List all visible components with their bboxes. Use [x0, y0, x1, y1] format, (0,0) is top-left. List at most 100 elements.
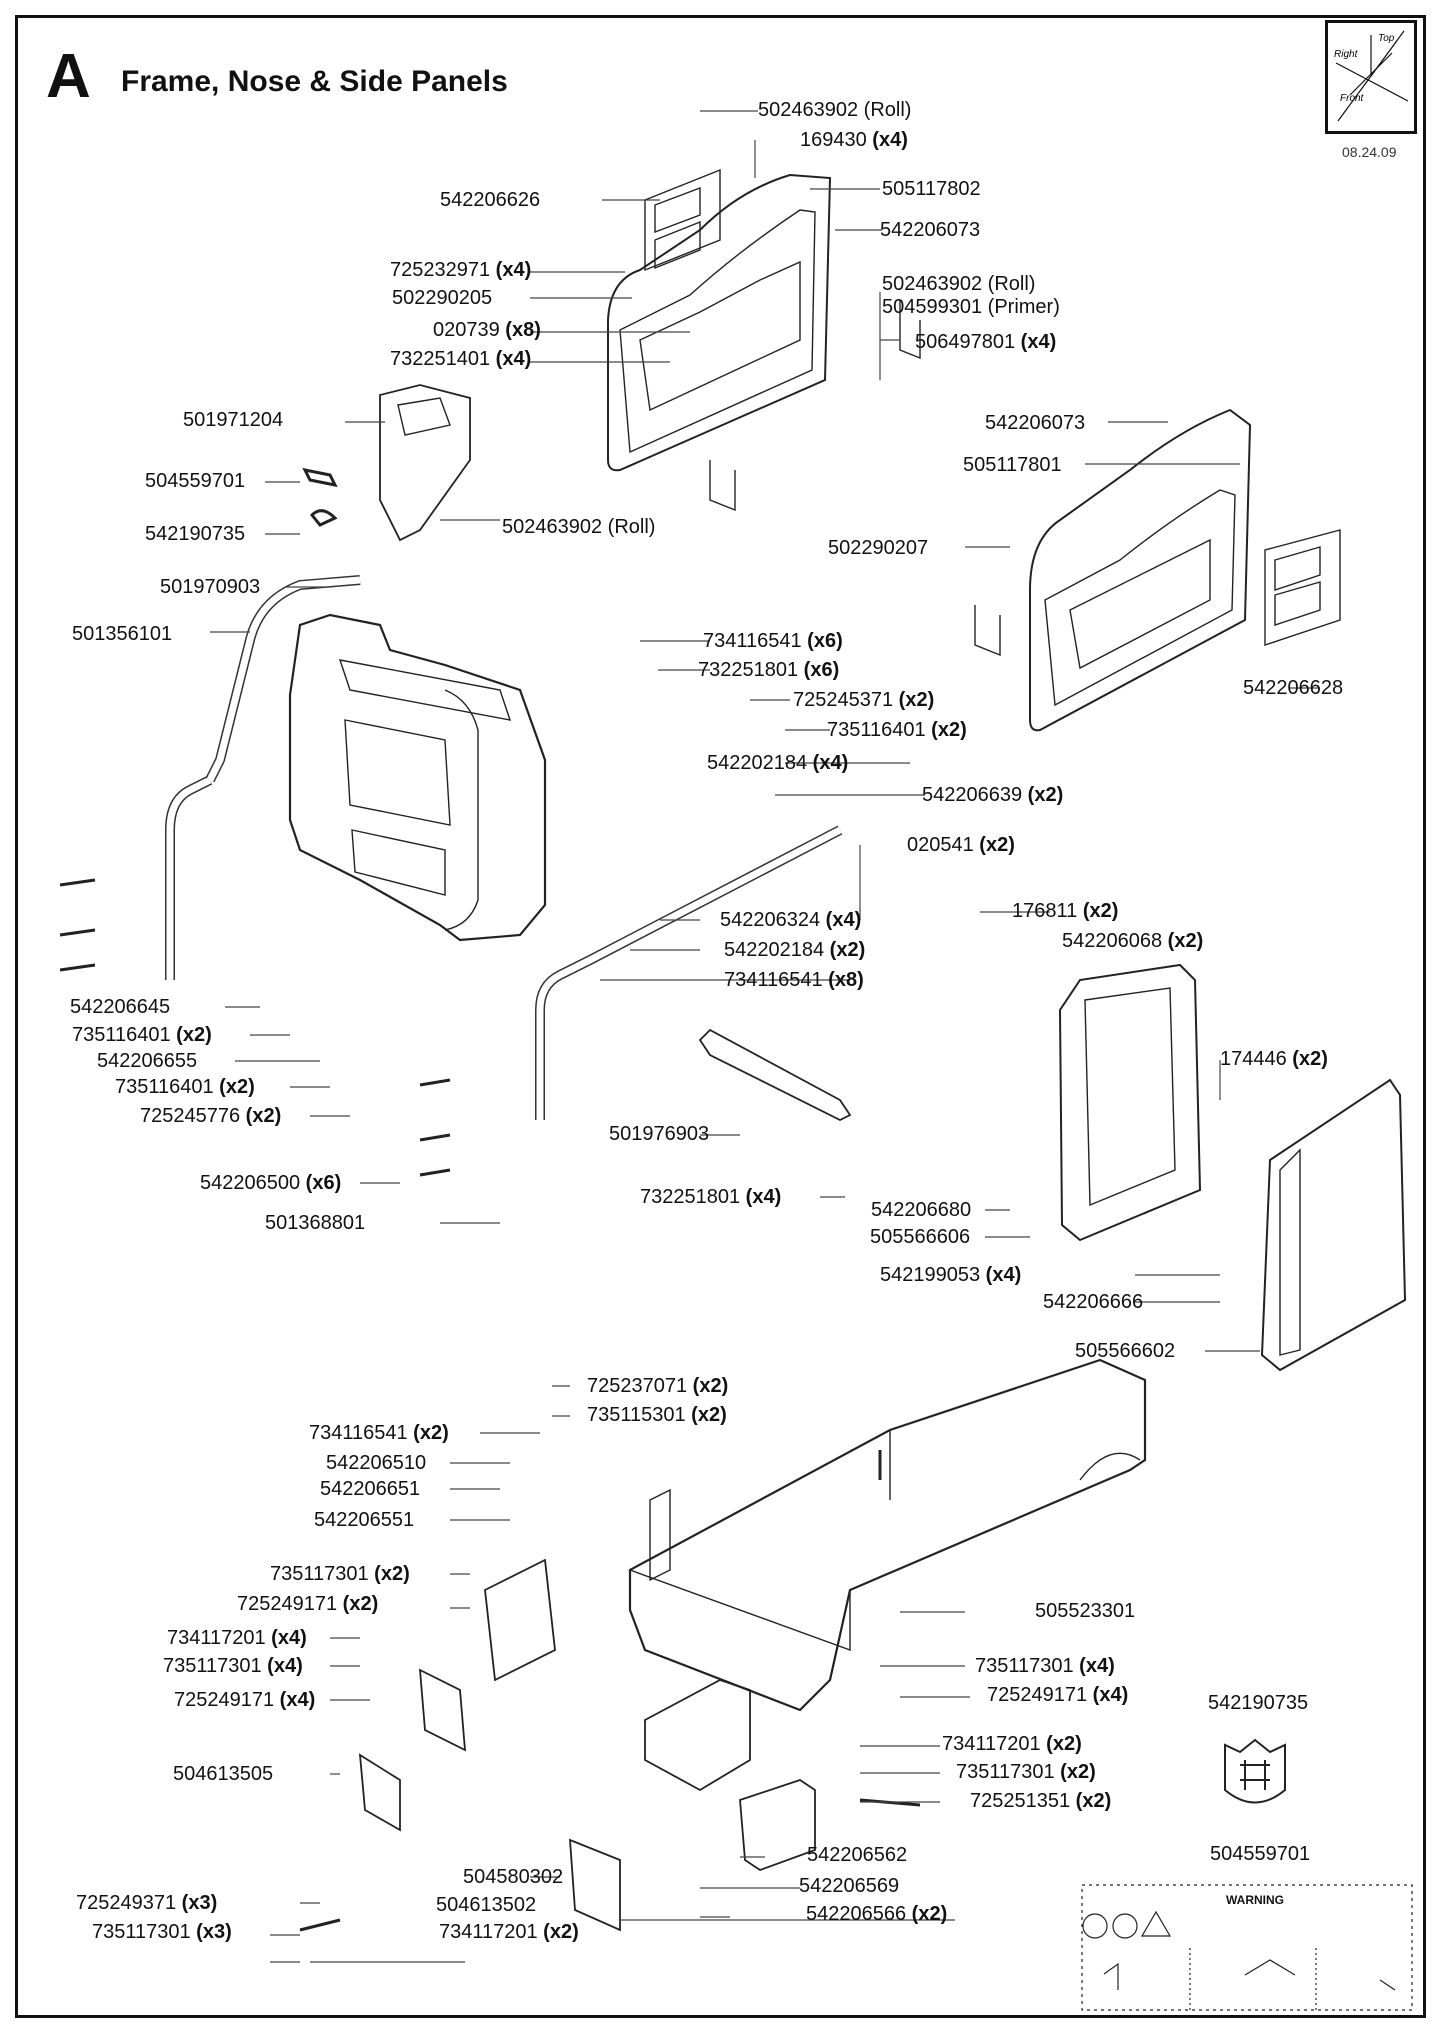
- part-number: 725249171: [237, 1593, 338, 1615]
- part-callout: 174446 (x2): [1220, 1048, 1328, 1070]
- logo-decal: [1224, 1738, 1286, 1804]
- part-callout: 725249171 (x4): [987, 1684, 1128, 1706]
- part-callout: 735117301 (x2): [270, 1563, 410, 1585]
- part-number: 501970903: [160, 576, 261, 598]
- part-quantity: (x2): [1162, 930, 1204, 952]
- part-number: 725245776: [140, 1105, 241, 1127]
- part-number: 542206500: [200, 1172, 301, 1194]
- part-quantity: (x4): [1015, 331, 1057, 353]
- part-number: 542206073: [985, 412, 1086, 434]
- part-callout: 732251801 (x6): [698, 659, 839, 681]
- part-callout: 504613505: [173, 1763, 273, 1785]
- part-callout: 504559701: [145, 470, 245, 492]
- part-quantity: (x4): [261, 1655, 303, 1677]
- part-note: (Roll): [858, 99, 912, 121]
- part-callout: 542206551: [314, 1509, 414, 1531]
- part-callout: 504559701: [1210, 1843, 1310, 1865]
- part-number: 725251351: [970, 1790, 1071, 1812]
- part-callout: 502463902 (Roll): [758, 99, 911, 121]
- part-callout: 542206510: [326, 1452, 426, 1474]
- part-quantity: (x2): [1286, 1048, 1328, 1070]
- part-number: 542206639: [922, 784, 1023, 806]
- part-number: 732251801: [698, 659, 799, 681]
- part-number: 725249171: [174, 1689, 275, 1711]
- part-callout: 504613502: [436, 1894, 536, 1916]
- part-callout: 734116541 (x6): [703, 630, 843, 652]
- hood-body: [288, 613, 547, 942]
- part-number: 735116401: [72, 1024, 171, 1046]
- part-quantity: (x2): [407, 1422, 449, 1444]
- part-number: 725245371: [793, 689, 894, 711]
- roll-bar: [165, 575, 843, 1120]
- part-callout: 542202184 (x2): [724, 939, 865, 961]
- lower-plates: [358, 1558, 816, 1932]
- part-quantity: (x4): [740, 1186, 782, 1208]
- part-number: 542202184: [707, 752, 808, 774]
- part-quantity: (x6): [300, 1172, 342, 1194]
- part-quantity: (x4): [265, 1627, 307, 1649]
- part-quantity: (x2): [685, 1404, 727, 1426]
- diagram-title: Frame, Nose & Side Panels: [121, 65, 508, 98]
- part-callout: 542206666: [1043, 1291, 1143, 1313]
- fasteners: [59, 878, 921, 1932]
- part-number: 020739: [433, 319, 500, 341]
- part-callout: 542206562: [807, 1844, 907, 1866]
- orientation-front: Front: [1340, 93, 1365, 104]
- part-number: 735117301: [975, 1655, 1074, 1677]
- part-callout: 734116541 (x8): [724, 969, 864, 991]
- part-number: 542206324: [720, 909, 821, 931]
- part-callout: 735116401 (x2): [72, 1024, 212, 1046]
- part-callout: 501356101: [72, 623, 172, 645]
- part-number: 734117201: [167, 1627, 266, 1649]
- part-number: 734117201: [439, 1921, 538, 1943]
- part-callout: 176811 (x2): [1012, 900, 1118, 922]
- part-quantity: (x2): [337, 1593, 379, 1615]
- part-callout: 725251351 (x2): [970, 1790, 1111, 1812]
- part-quantity: (x2): [925, 719, 967, 741]
- part-callout: 505566606: [870, 1226, 970, 1248]
- part-callout: 501971204: [183, 409, 283, 431]
- part-callout: 506497801 (x4): [915, 331, 1056, 353]
- part-callout: 020541 (x2): [907, 834, 1015, 856]
- warning-decal: [1081, 1884, 1413, 2011]
- part-quantity: (x4): [274, 1689, 316, 1711]
- part-callout: 504580302: [463, 1866, 563, 1888]
- part-number: 542206569: [799, 1875, 900, 1897]
- part-number: 505566602: [1075, 1340, 1176, 1362]
- part-callout: 735117301 (x4): [975, 1655, 1115, 1677]
- part-callout: 501976903: [609, 1123, 709, 1145]
- part-number: 732251801: [640, 1186, 741, 1208]
- part-callout: 504599301 (Primer): [882, 296, 1060, 318]
- part-callout: 502290207: [828, 537, 928, 559]
- part-callout: 542206569: [799, 1875, 899, 1897]
- part-number: 542206666: [1043, 1291, 1144, 1313]
- part-quantity: (x6): [798, 659, 840, 681]
- part-number: 542206562: [807, 1844, 908, 1866]
- part-quantity: (x4): [1073, 1655, 1115, 1677]
- part-quantity: (x2): [1040, 1733, 1082, 1755]
- part-callout: 542206073: [880, 219, 980, 241]
- part-callout: 542206655: [97, 1050, 197, 1072]
- orientation-box: Top Right Front: [1325, 20, 1417, 134]
- part-number: 020541: [907, 834, 974, 856]
- main-frame: [628, 1358, 1147, 1712]
- part-callout: 502463902 (Roll): [502, 516, 655, 538]
- part-callout: 169430 (x4): [800, 129, 908, 151]
- part-callout: 542206628: [1243, 677, 1343, 699]
- part-number: 725249371: [76, 1892, 177, 1914]
- part-callout: 725249371 (x3): [76, 1892, 217, 1914]
- part-note: (Roll): [602, 516, 656, 538]
- part-number: 506497801: [915, 331, 1016, 353]
- part-number: 504559701: [1210, 1843, 1311, 1865]
- part-number: 505566606: [870, 1226, 971, 1248]
- part-quantity: (x4): [1087, 1684, 1129, 1706]
- part-callout: 542206639 (x2): [922, 784, 1063, 806]
- part-number: 542206068: [1062, 930, 1163, 952]
- part-number: 735115301: [587, 1404, 686, 1426]
- revision-date: 08.24.09: [1342, 144, 1397, 160]
- page-frame: [15, 15, 1426, 2018]
- part-callout: 505566602: [1075, 1340, 1175, 1362]
- part-note: (Roll): [982, 273, 1036, 295]
- part-number: 502290207: [828, 537, 929, 559]
